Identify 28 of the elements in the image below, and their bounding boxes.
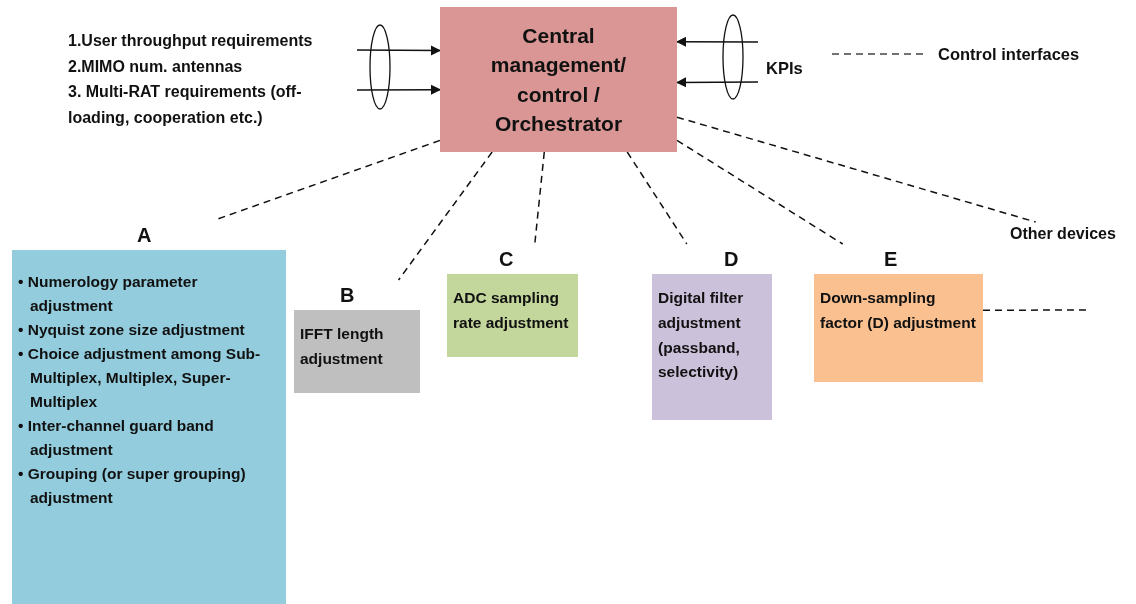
legend-text: Control interfaces — [938, 44, 1080, 65]
box-text: Down-sampling factor (D) adjustment — [820, 288, 977, 333]
device-label: Other devices — [1010, 222, 1132, 248]
requirement-text: 1.User throughput requirements — [68, 31, 314, 51]
dashed-connector — [534, 151, 546, 245]
block-letter: C — [499, 247, 514, 272]
block-letter: B — [340, 283, 355, 308]
dashed-connector — [626, 151, 688, 245]
orchestrator-box: Central management/ control / Orchestrator — [440, 7, 677, 152]
bullet-item: • Choice adjustment among Sub-Multiplex, Multiplex, Super-Multiplex — [18, 344, 262, 413]
box-text: IFFT length adjustment — [300, 324, 385, 369]
dashed-connector — [397, 151, 493, 281]
block-letter: E — [884, 247, 898, 272]
block-letter: A — [137, 223, 152, 248]
bullet-item: • Inter-channel guard band adjustment — [18, 416, 215, 461]
box-text: ADC sampling rate adjustment — [453, 288, 570, 333]
arrow — [356, 45, 442, 56]
kpi-label: KPIs — [766, 58, 803, 79]
requirement-text: 3. Multi-RAT requirements (off-loading, cooperation etc.) — [68, 82, 303, 128]
requirement-text: 2.MIMO num. antennas — [68, 56, 244, 77]
bullet-item: • Numerology parameter adjustment — [18, 272, 199, 316]
arrow — [356, 84, 442, 95]
bullet-item: • Grouping (or super grouping) adjustment — [18, 464, 247, 509]
bullet-item: • Nyquist zone size adjustment — [18, 320, 246, 341]
dashed-connector — [676, 116, 1037, 223]
dashed-connector — [676, 139, 844, 245]
block-letter: D — [724, 247, 739, 272]
box-text: Digital filter adjustment (passband, selectivity) — [658, 288, 745, 383]
